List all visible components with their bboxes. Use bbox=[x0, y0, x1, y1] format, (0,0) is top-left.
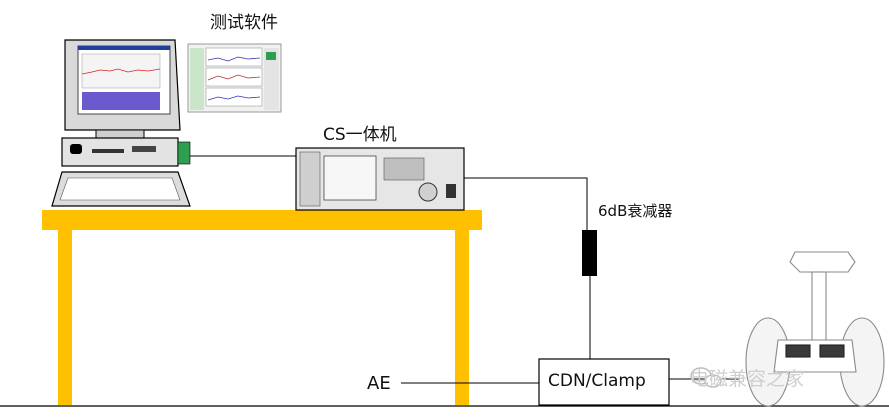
cable-cs-to-attenuator bbox=[464, 177, 588, 230]
cdn-clamp-box bbox=[538, 358, 670, 406]
watermark-text: 电磁兼容之家 bbox=[690, 368, 805, 390]
cs-instrument bbox=[295, 147, 465, 211]
label-test-software: 测试软件 bbox=[210, 13, 278, 33]
computer bbox=[51, 39, 191, 207]
label-ae: AE bbox=[367, 373, 391, 394]
software-sidebar bbox=[190, 48, 204, 110]
scooter-foot-pad-left bbox=[785, 344, 811, 358]
monitor-stand bbox=[95, 129, 145, 139]
cs-instrument-body bbox=[295, 147, 465, 211]
monitor-screen-trace bbox=[81, 68, 161, 75]
cs-instrument-port bbox=[446, 184, 456, 198]
wechat-icon bbox=[690, 367, 722, 388]
eut-balance-scooter bbox=[745, 251, 885, 407]
monitor-screen-band bbox=[82, 92, 160, 110]
desktop-slot-2 bbox=[132, 146, 156, 152]
desktop-port-green bbox=[177, 141, 191, 165]
scooter-steering-column bbox=[811, 271, 827, 343]
software-trace-3 bbox=[207, 95, 261, 101]
label-cdn-clamp: CDN/Clamp bbox=[548, 371, 646, 391]
cs-instrument-display bbox=[323, 155, 377, 201]
software-trace-1 bbox=[207, 56, 261, 62]
scooter-handlebar bbox=[789, 251, 856, 273]
test-software-screenshot bbox=[187, 43, 282, 113]
desktop-slot bbox=[92, 149, 124, 153]
software-panel-1 bbox=[205, 47, 263, 67]
table-leg-right bbox=[455, 230, 469, 405]
cs-instrument-keypad bbox=[383, 157, 425, 181]
software-green-mark bbox=[266, 52, 276, 60]
test-table bbox=[42, 210, 482, 405]
cs-instrument-knob bbox=[418, 182, 438, 202]
software-right-panel bbox=[264, 48, 279, 110]
scooter-foot-pad-right bbox=[819, 344, 845, 358]
desktop-drive bbox=[70, 144, 82, 154]
attenuator-6db bbox=[582, 230, 597, 276]
table-leg-left bbox=[58, 230, 72, 405]
label-attenuator: 6dB衰减器 bbox=[598, 202, 673, 220]
software-trace-2 bbox=[207, 74, 261, 81]
keyboard-keys bbox=[59, 177, 181, 201]
table-top bbox=[42, 210, 482, 230]
cs-instrument-left-module bbox=[299, 151, 321, 207]
label-cs-unit: CS一体机 bbox=[323, 125, 397, 145]
monitor-screen-titlebar bbox=[78, 46, 170, 50]
